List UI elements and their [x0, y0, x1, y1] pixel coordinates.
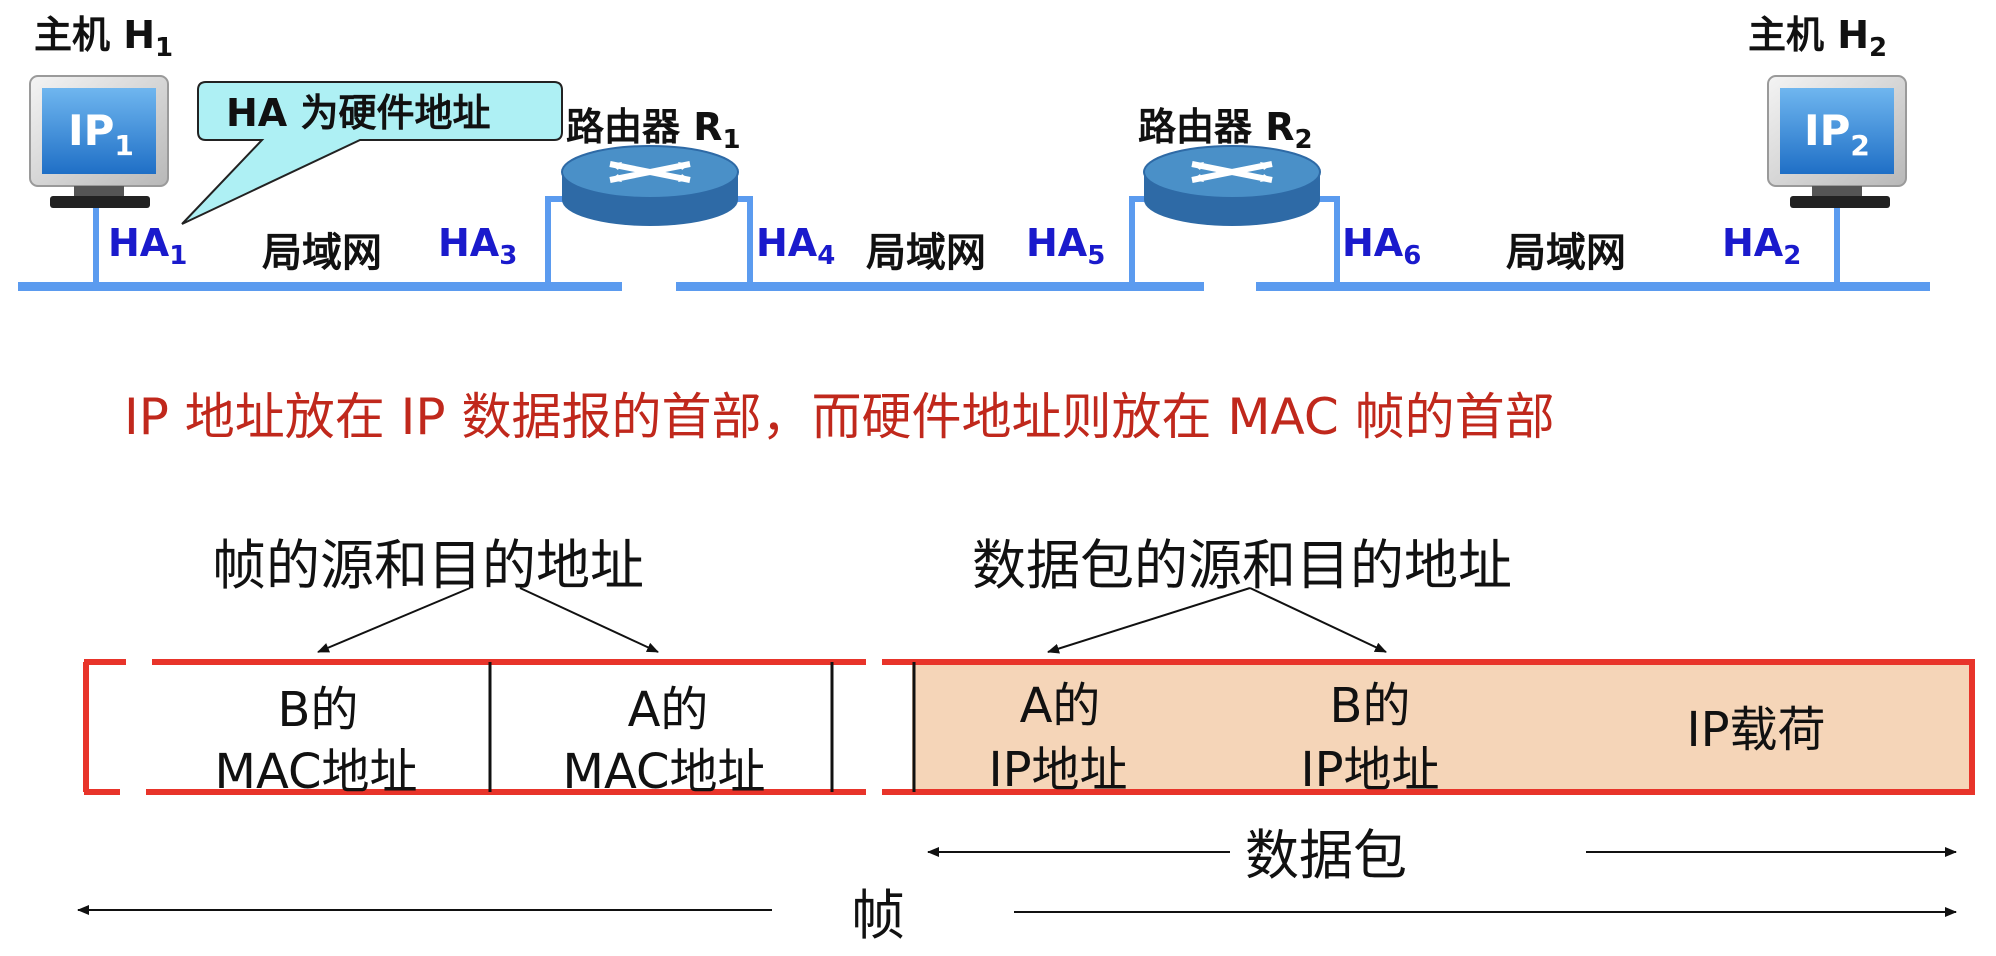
- host-2-label: 主机 H2: [1748, 13, 1887, 63]
- packet-header-label: 数据包的源和目的地址: [972, 534, 1512, 597]
- drop-ha6-top: [1318, 196, 1338, 202]
- svg-text:A的: A的: [1020, 678, 1101, 734]
- drop-ha3: [545, 196, 551, 284]
- svg-text:IP地址: IP地址: [1300, 742, 1439, 798]
- statement-text: IP 地址放在 IP 数据报的首部，而硬件地址则放在 MAC 帧的首部: [124, 388, 1555, 446]
- dst-mac-field: B的 MAC地址: [215, 682, 418, 800]
- host-1-label: 主机 H1: [34, 13, 173, 63]
- ip-packet: [882, 659, 1975, 795]
- svg-text:MAC地址: MAC地址: [215, 744, 418, 800]
- arrow-to-dst-mac: [317, 587, 471, 653]
- frame-span: 帧: [77, 884, 1957, 947]
- hardware-address-callout: HA 为硬件地址: [181, 81, 563, 225]
- host-2-computer-icon: IP2: [1767, 75, 1907, 208]
- ha4-label: HA4: [756, 221, 835, 271]
- router-1-label: 路由器 R1: [566, 105, 741, 155]
- src-mac-field: A的 MAC地址: [563, 682, 766, 800]
- dst-ip-field: B的 IP地址: [1300, 678, 1439, 798]
- drop-ha6: [1334, 196, 1340, 284]
- lan-label-1: 局域网: [262, 230, 382, 276]
- packet-span-label: 数据包: [1245, 824, 1407, 887]
- lan-segments: [18, 196, 1930, 291]
- arrow-to-src-mac: [519, 587, 659, 653]
- lan-line-3: [1256, 282, 1930, 291]
- host-2-screen-ip: IP2: [1804, 106, 1870, 162]
- ip-payload-field: IP载荷: [1686, 702, 1825, 758]
- frame-span-label: 帧: [851, 884, 905, 947]
- drop-ha1: [93, 200, 99, 284]
- drop-ha4-top: [732, 196, 752, 202]
- router-2-label: 路由器 R2: [1138, 105, 1313, 155]
- drop-ha3-top: [545, 196, 565, 202]
- mac-frame-header: [83, 659, 866, 795]
- svg-text:MAC地址: MAC地址: [563, 744, 766, 800]
- svg-text:B的: B的: [278, 682, 359, 738]
- drop-ha5: [1129, 196, 1135, 284]
- arrow-to-dst-ip: [1249, 587, 1387, 653]
- lan-label-3: 局域网: [1506, 230, 1626, 276]
- lan-label-2: 局域网: [866, 230, 986, 276]
- svg-text:B的: B的: [1330, 678, 1411, 734]
- router-2-icon: [1143, 145, 1321, 226]
- ha6-label: HA6: [1342, 221, 1421, 271]
- frame-header-label: 帧的源和目的地址: [212, 534, 644, 597]
- router-1-icon: [561, 145, 739, 226]
- lan-line-2: [676, 282, 1204, 291]
- svg-text:IP地址: IP地址: [988, 742, 1127, 798]
- ha5-label: HA5: [1026, 221, 1105, 271]
- drop-ha5-top: [1129, 196, 1149, 202]
- ha3-label: HA3: [438, 221, 517, 271]
- lan-line-1: [18, 282, 622, 291]
- ha2-label: HA2: [1722, 221, 1801, 271]
- arrow-to-src-ip: [1047, 587, 1251, 654]
- host-1-screen-ip: IP1: [68, 106, 134, 162]
- callout-text: HA 为硬件地址: [226, 91, 490, 135]
- src-ip-field: A的 IP地址: [988, 678, 1127, 798]
- host-1-computer-icon: IP1: [29, 75, 169, 208]
- svg-text:A的: A的: [628, 682, 709, 738]
- drop-ha2: [1834, 200, 1840, 284]
- drop-ha4: [747, 196, 753, 284]
- ha1-label: HA1: [108, 221, 187, 271]
- packet-span: 数据包: [927, 824, 1957, 887]
